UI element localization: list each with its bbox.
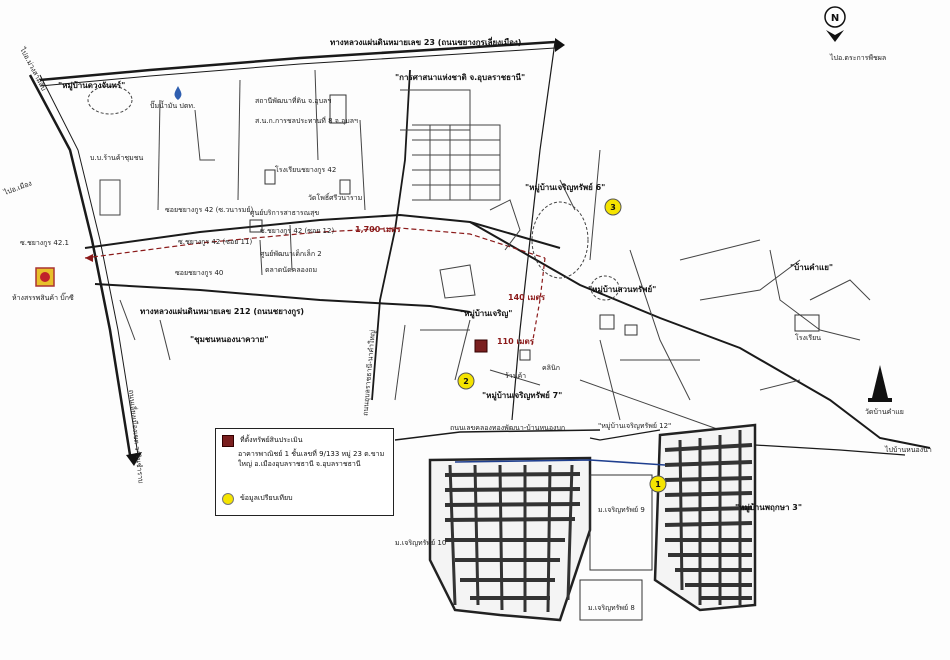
comparable-marker-1: 1 [649, 475, 667, 493]
label-clinic: คลินิก [542, 364, 560, 372]
label-village-kham: "บ้านคำแย" [790, 262, 833, 272]
subject-property-marker [474, 339, 488, 353]
left-highway [28, 74, 132, 456]
village-circle [87, 85, 133, 115]
label-to-right: ไปบ้านหนองนา [884, 445, 932, 454]
label-market: ตลาดนัดคลองถม [265, 266, 317, 274]
comparable-marker-3: 3 [604, 198, 622, 216]
arrow-icon [85, 254, 93, 262]
distance-route-dashed [84, 227, 546, 259]
label-distance-small: 110 เมตร [497, 337, 535, 346]
soi-42-road [84, 213, 561, 249]
label-village-charoen9: ม.เจริญทรัพย์ 9 [598, 506, 645, 514]
map-legend: ที่ตั้งทรัพย์สินประเมิน อาคารพาณิชย์ 1 ช… [215, 428, 394, 516]
label-to-muang: ไปอ.เมือง [2, 178, 33, 197]
store-logo-mark [40, 272, 50, 282]
label-shop: ร้านค้า [505, 372, 526, 380]
label-highway-212: ทางหลวงแผ่นดินหมายเลข 212 (ถนนชยางกูร) [140, 307, 304, 317]
label-warin-road: ถนนเลี่ยงเมืองเขต-วารินชำราบ [127, 389, 146, 484]
label-village-charoen7: "หมู่บ้านเจริญทรัพย์ 7" [482, 390, 562, 401]
legend-subject-row: ที่ตั้งทรัพย์สินประเมิน [222, 435, 302, 447]
label-rice-office: ส.น.ก.การชลประทานที่ 8 จ.อุบลฯ [255, 116, 358, 125]
label-village-kongjan: "หมู่บ้านดวงจันทร์" [58, 80, 125, 91]
label-soi-11: ซ.ชยางกูร 42 (ซอย 11) [178, 238, 252, 246]
label-soi-40: ซอยชยางกูร 40 [175, 269, 223, 277]
label-soi-43: ซอยชยางกูร 42 (ซ.วนารมย์) [165, 206, 253, 214]
legend-subject-label: ที่ตั้งทรัพย์สินประเมิน [240, 436, 303, 444]
distance-route-vertical [531, 257, 546, 346]
comparable-marker-2: 2 [457, 372, 475, 390]
highway-212 [94, 283, 471, 313]
label-agri-office: สถานีพัฒนาที่ดิน จ.อุบลฯ [255, 96, 331, 105]
legend-comparable-label: ข้อมูลเปรียบเทียบ [240, 494, 293, 502]
minor-roads [99, 69, 871, 431]
subject-swatch-icon [222, 435, 234, 447]
label-store-small: บ.บ.ร้านค้าชุมชน [90, 154, 144, 162]
marker-1-label: 1 [655, 480, 661, 489]
label-temple-right: วัดบ้านคำแย [865, 408, 904, 416]
label-kindergarten: ศูนย์พัฒนาเด็กเล็ก 2 [260, 249, 322, 258]
label-temple: วัดโพธิ์ศรีวนาราม [308, 192, 362, 202]
label-distance-mid: 140 เมตร [508, 293, 546, 302]
label-village-charoen: "หมู่บ้านเจริญ" [460, 308, 512, 319]
label-lake-road: ถนนเลขคลองทองพัฒนา-บ้านหนองบก [450, 424, 565, 432]
label-museum: "การศาสนาแห่งชาติ จ.อุบลราชธานี" [395, 72, 525, 83]
label-village-charoen6: "หมู่บ้านเจริญทรัพย์ 6" [525, 182, 605, 193]
marker-3-label: 3 [610, 203, 616, 212]
highway-23 [39, 40, 556, 82]
village-circle [590, 275, 620, 301]
label-soi-12: ซ.ชยางกูร 42 (ซอย 12) [260, 227, 334, 235]
label-village-pruksa: "หมู่บ้านพฤกษา 3" [735, 502, 802, 513]
label-to-left-top: ไปอ.ม่วงสามสิบ [18, 45, 49, 92]
label-community: "ชุมชนหนองนาควาย" [190, 335, 268, 345]
marker-2-label: 2 [463, 377, 469, 386]
label-health-center: ศูนย์บริการสาธารณสุข [250, 209, 319, 217]
center-vertical-road-2 [511, 41, 556, 421]
label-school-right: โรงเรียน [795, 333, 821, 342]
label-highway-23: ทางหลวงแผ่นดินหมายเลข 23 (ถนนชยางกูรเลี่… [330, 36, 521, 48]
buildings [249, 94, 820, 361]
label-village-sa: "หมู่บ้านสวนทรัพย์" [588, 284, 656, 295]
label-distance-main: 1,700 เมตร [355, 225, 401, 234]
right-road [754, 444, 906, 456]
label-village-charoen8: ม.เจริญทรัพย์ 8 [588, 604, 635, 612]
label-to-ubon: ไปอ.ตระการพืชผล [829, 53, 886, 62]
highway-23-inner [39, 47, 556, 87]
label-soi-42-1: ซ.ชยางกูร 42.1 [20, 239, 69, 247]
village-road [589, 429, 661, 441]
legend-subject-detail-row: อาคารพาณิชย์ 1 ชั้นเลขที่ 9/133 หมู่ 23 … [238, 449, 388, 469]
legend-comparable-row: ข้อมูลเปรียบเทียบ [222, 493, 293, 505]
north-compass-icon: N [822, 4, 848, 44]
comparable-swatch-icon [222, 493, 234, 505]
label-school: โรงเรียนชยางกูร 42 [275, 165, 336, 174]
center-vertical-road [371, 69, 411, 401]
village-grid-right [653, 423, 757, 612]
compass-letter: N [831, 13, 839, 24]
label-dept-store: ห้างสรรพสินค้า บิ๊กซี [12, 292, 74, 302]
field-parcel [589, 474, 653, 571]
main-east-road [469, 221, 931, 449]
water-drop-icon [174, 86, 182, 100]
arrow-icon [555, 38, 565, 52]
label-village-charoen12: "หมู่บ้านเจริญทรัพย์ 12" [598, 422, 671, 430]
legend-subject-detail: อาคารพาณิชย์ 1 ชั้นเลขที่ 9/133 หมู่ 23 … [238, 450, 385, 468]
field-parcel [579, 579, 643, 621]
canal [454, 459, 666, 466]
village-grid-left [428, 456, 592, 622]
lake-road [394, 429, 601, 441]
stupa-icon [868, 365, 892, 402]
arrow-icon [126, 452, 142, 466]
village-circle [531, 201, 589, 279]
label-gas-station: ปั๊มน้ำมัน ปตท. [150, 99, 195, 110]
label-village-charoen10: ม.เจริญทรัพย์ 10 [395, 539, 446, 547]
left-highway-inner [39, 74, 139, 456]
